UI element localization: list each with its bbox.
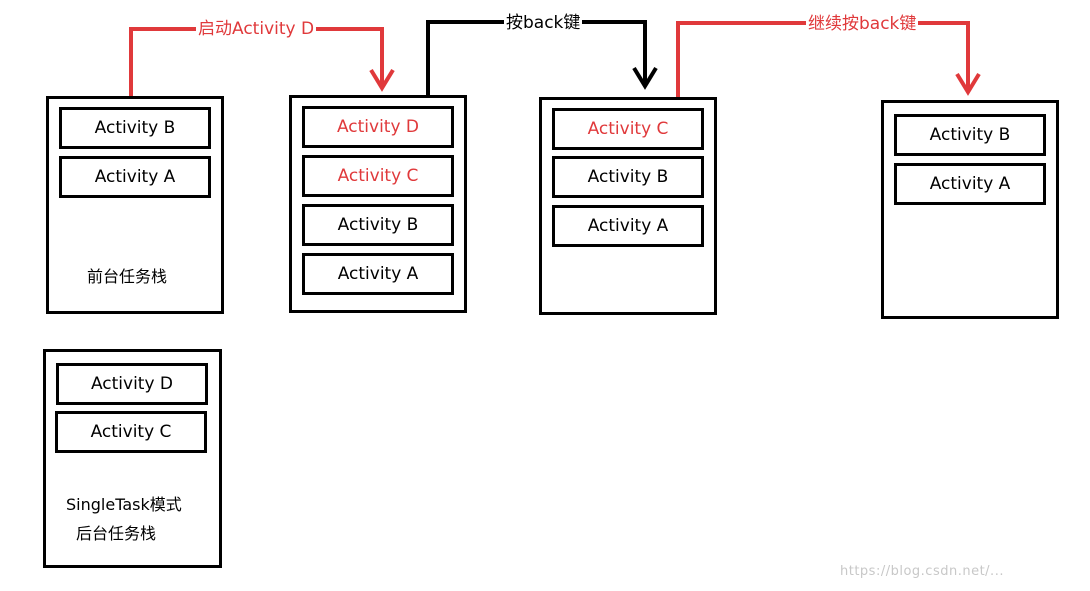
foreground-stack-caption: 前台任务栈	[87, 267, 168, 286]
launch-activity-d-label: 启动Activity D	[196, 19, 317, 39]
stack-item-activity-a: Activity A	[302, 253, 454, 295]
stack-item-activity-a: Activity A	[59, 156, 211, 198]
back-again-arrow	[676, 21, 970, 97]
stack-item-activity-b: Activity B	[894, 114, 1046, 156]
stack-item-activity-a: Activity A	[894, 163, 1046, 205]
background-task-stack: Activity D Activity C SingleTask模式 后台任务栈	[43, 349, 222, 568]
stack-item-activity-c: Activity C	[552, 108, 704, 150]
stack-item-activity-b: Activity B	[59, 107, 211, 149]
background-stack-caption: 后台任务栈	[76, 524, 157, 543]
press-back-label: 按back键	[504, 13, 583, 33]
stack-after-launch: Activity D Activity C Activity B Activit…	[289, 95, 467, 313]
stack-item-activity-b: Activity B	[302, 204, 454, 246]
stack-item-activity-c: Activity C	[55, 411, 207, 453]
back-again-arrow-head	[955, 72, 981, 96]
back-arrow-head	[632, 66, 658, 90]
launch-arrow-head	[369, 68, 395, 92]
stack-item-activity-d: Activity D	[302, 106, 454, 148]
back-arrow	[426, 20, 647, 97]
stack-after-back-again: Activity B Activity A	[881, 100, 1059, 319]
stack-item-activity-d: Activity D	[56, 363, 208, 405]
stack-item-activity-b: Activity B	[552, 156, 704, 198]
stack-item-activity-a: Activity A	[552, 205, 704, 247]
stack-item-activity-c: Activity C	[302, 155, 454, 197]
press-back-again-label: 继续按back键	[806, 14, 919, 34]
watermark: https://blog.csdn.net/...	[840, 564, 1004, 579]
foreground-task-stack: Activity B Activity A 前台任务栈	[46, 96, 224, 314]
launch-arrow	[129, 27, 384, 97]
stack-after-back: Activity C Activity B Activity A	[539, 97, 717, 315]
singletask-mode-caption: SingleTask模式	[66, 495, 182, 514]
